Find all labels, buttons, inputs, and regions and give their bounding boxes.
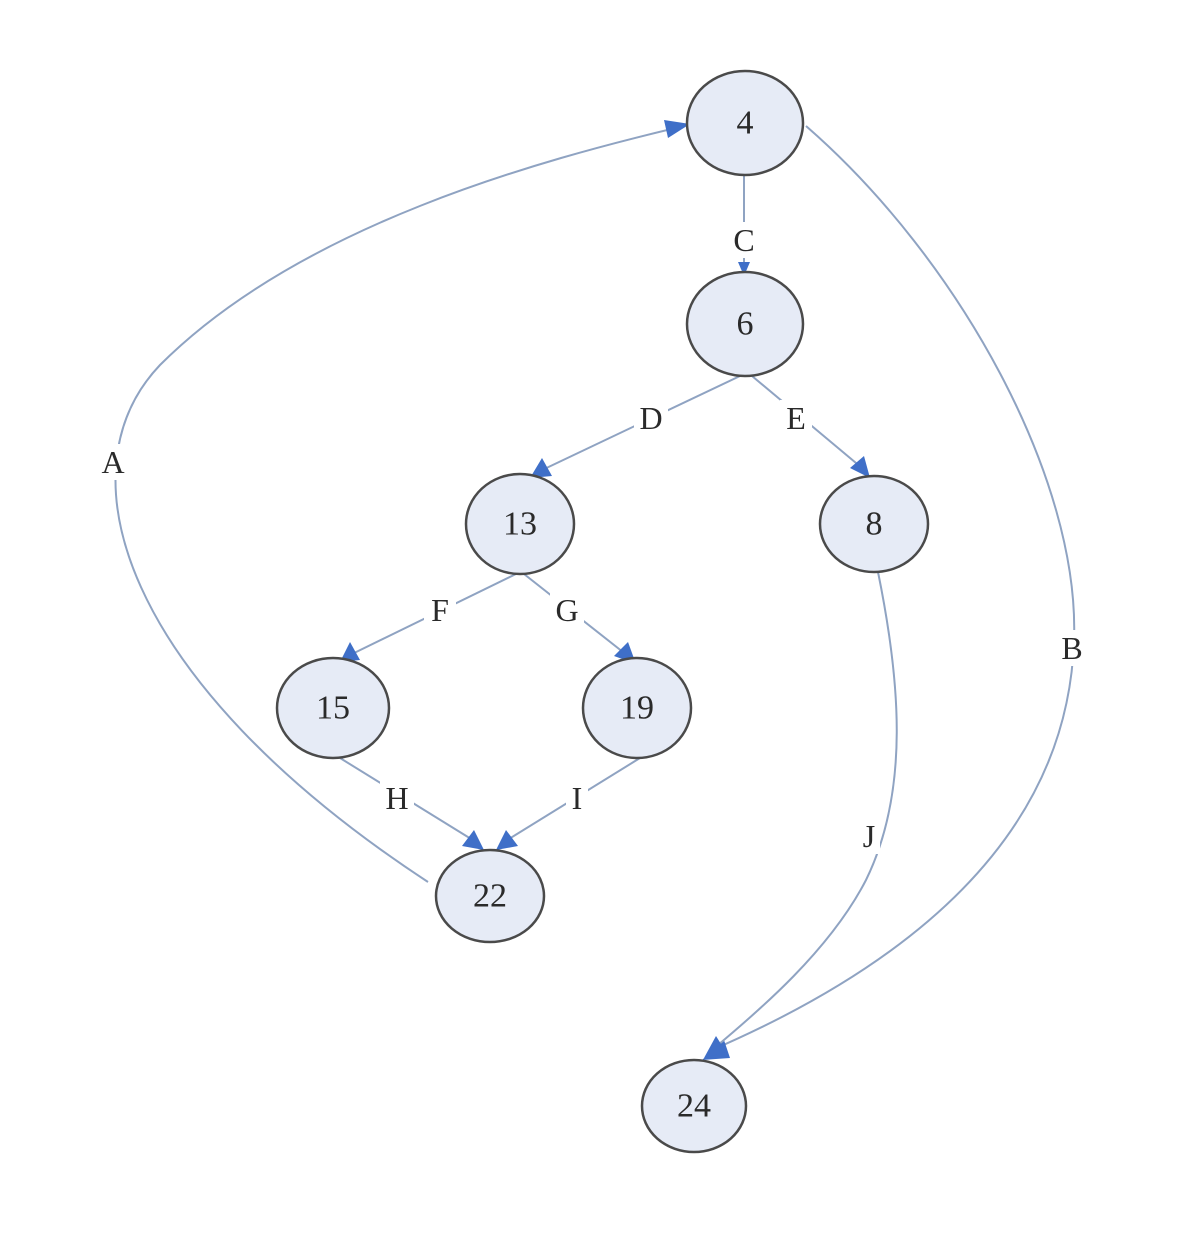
node-8: 8 — [818, 474, 930, 574]
edge-b-path — [711, 125, 1076, 1051]
node-6-circle — [685, 270, 805, 378]
edge-b-label: B — [1061, 630, 1082, 666]
node-4: 4 — [685, 69, 805, 177]
edge-f-label: F — [431, 592, 449, 628]
node-15: 15 — [275, 656, 391, 760]
node-24-circle — [640, 1058, 748, 1154]
edge-labels-layer: C A B D E F G H I J — [96, 222, 1088, 854]
edge-b-label-bg — [1056, 630, 1088, 666]
node-13-label: 13 — [503, 506, 537, 543]
edge-i-label: I — [572, 780, 583, 816]
edge-a-label: A — [101, 444, 124, 480]
edge-g-label-bg — [550, 592, 584, 628]
node-4-label: 4 — [737, 105, 754, 142]
edge-e-label-bg — [780, 400, 812, 436]
edge-e-label: E — [786, 400, 806, 436]
edge-i-label-bg — [566, 780, 588, 816]
node-13-circle — [464, 472, 576, 576]
edge-i-arrowhead — [496, 830, 518, 850]
edge-e-arrowhead — [850, 456, 870, 478]
edge-d-arrowhead — [530, 458, 552, 478]
edge-j-label-bg — [858, 818, 880, 854]
edge-c-label: C — [733, 222, 754, 258]
edge-f-label-bg — [424, 592, 456, 628]
node-24: 24 — [640, 1058, 748, 1154]
edge-j-path — [711, 571, 898, 1051]
node-13: 13 — [464, 472, 576, 576]
edge-h-label-bg — [380, 780, 414, 816]
node-8-label: 8 — [866, 506, 883, 543]
node-22-circle — [434, 848, 546, 944]
node-15-label: 15 — [316, 690, 350, 727]
node-19-label: 19 — [620, 690, 654, 727]
edges-layer — [114, 120, 1076, 1060]
edge-j-label: J — [863, 818, 875, 854]
edge-a-arrowhead — [664, 120, 690, 138]
edge-d-label: D — [639, 400, 662, 436]
node-4-circle — [685, 69, 805, 177]
node-19-circle — [581, 656, 693, 760]
edge-a-path — [114, 125, 685, 883]
edge-f-arrowhead — [340, 642, 360, 662]
node-22: 22 — [434, 848, 546, 944]
edge-c-arrowhead — [738, 262, 750, 276]
edge-d-label-bg — [634, 400, 668, 436]
edge-a-label-bg — [96, 444, 130, 480]
edge-c-label-bg — [728, 222, 760, 258]
edge-h-arrowhead — [462, 830, 484, 850]
edge-j-arrowhead — [704, 1036, 726, 1058]
node-24-label: 24 — [677, 1088, 711, 1125]
node-6-label: 6 — [737, 306, 754, 343]
node-19: 19 — [581, 656, 693, 760]
node-8-circle — [818, 474, 930, 574]
nodes-layer: 4 6 13 8 15 19 22 24 — [275, 69, 930, 1154]
edge-g-label: G — [555, 592, 578, 628]
edge-h-label: H — [385, 780, 408, 816]
node-15-circle — [275, 656, 391, 760]
node-6: 6 — [685, 270, 805, 378]
node-22-label: 22 — [473, 878, 507, 915]
